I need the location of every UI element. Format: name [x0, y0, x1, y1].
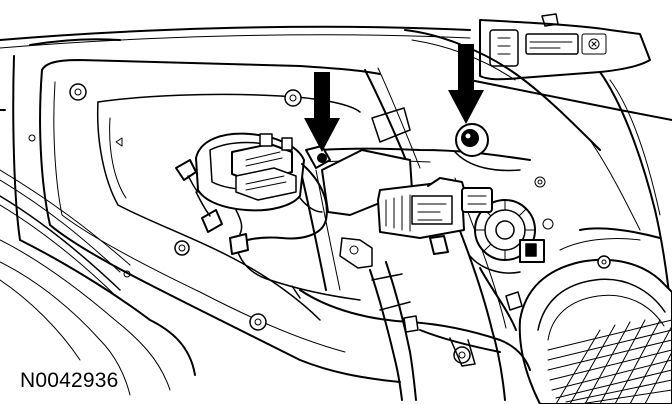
window-motor	[377, 176, 554, 274]
callout-arrow-right	[448, 44, 484, 124]
callout-arrow-left	[304, 72, 340, 152]
door-latch-actuator	[175, 132, 331, 233]
upper-latch-bracket	[404, 13, 672, 321]
wiring-harness	[229, 163, 531, 371]
speaker-grille-pattern	[547, 319, 672, 404]
speaker	[518, 227, 672, 404]
lower-frame-rails	[0, 169, 131, 273]
figure-reference-number: N0042936	[20, 369, 119, 392]
door-frame	[0, 25, 471, 396]
